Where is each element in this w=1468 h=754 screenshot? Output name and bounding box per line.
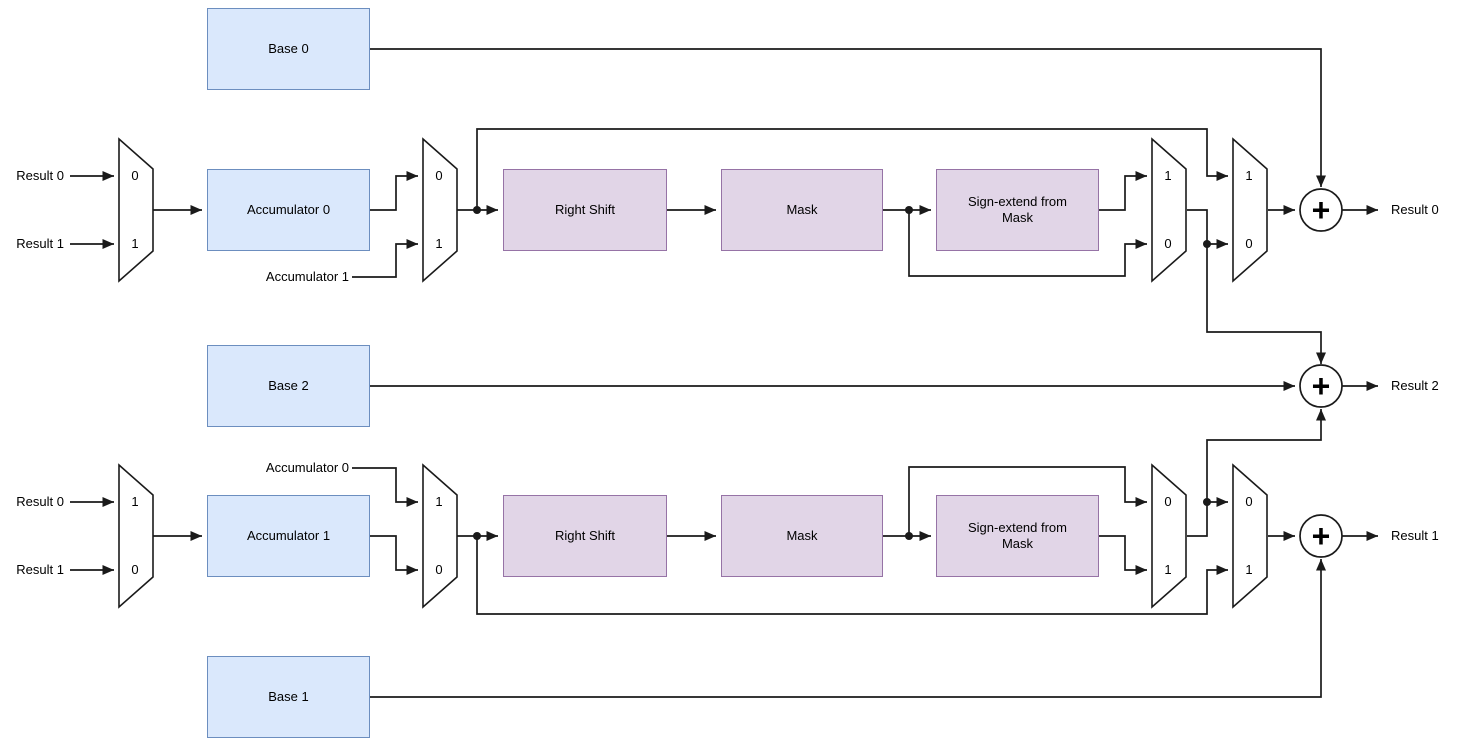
- adder-result1-plus: +: [1312, 518, 1331, 554]
- wire-acc0feed-to-mux2: [352, 467, 418, 507]
- mux-row2-writeback-select: [118, 463, 154, 609]
- muxes: [118, 137, 1268, 609]
- adder-result0: +: [1299, 188, 1343, 232]
- wire-row1-to-adder2-top: [1206, 244, 1326, 364]
- wire-row2-mask-bypass: [908, 466, 1147, 536]
- register-base1-label: Base 1: [268, 689, 309, 704]
- junction-row1-mux2-out: [473, 206, 481, 214]
- op-row1-mask: Mask: [721, 169, 883, 251]
- mux-port-label: 0: [435, 562, 443, 577]
- junction-row1-mux3-out: [1203, 240, 1211, 248]
- op-row1-sign-extend-label: Sign-extend from Mask: [968, 194, 1067, 225]
- mux-port-label: 0: [1164, 236, 1172, 251]
- mux-port-label: 1: [131, 494, 139, 509]
- junction-dots: [473, 206, 1211, 540]
- output-label-result1: Result 1: [1391, 528, 1439, 543]
- wire-base0-to-adder0: [370, 48, 1326, 187]
- junction-row2-mask-out: [905, 532, 913, 540]
- mux-port-label: 1: [1164, 562, 1172, 577]
- adder-result1: +: [1299, 514, 1343, 558]
- adder-result1-circle: [1299, 514, 1343, 558]
- mux-row1-signext-select: [1151, 137, 1187, 283]
- register-base0: Base 0: [207, 8, 370, 90]
- mux-port-label: 1: [1245, 562, 1253, 577]
- mux-row1-bypass-select: [1232, 137, 1268, 283]
- input-label-row1-result0: Result 0: [16, 168, 64, 183]
- adder-result2: +: [1299, 364, 1343, 408]
- adder-result2-plus: +: [1312, 368, 1331, 404]
- wire-base1-to-adder1: [370, 559, 1326, 698]
- mux-row2-signext-select: [1151, 463, 1187, 609]
- wire-row1-sext-to-mux3: [1099, 171, 1147, 211]
- register-base2-label: Base 2: [268, 378, 309, 393]
- register-accumulator1-label: Accumulator 1: [246, 528, 331, 543]
- op-row2-mask-label: Mask: [786, 528, 818, 543]
- op-row2-right-shift: Right Shift: [503, 495, 667, 577]
- feed-label-accumulator1: Accumulator 1: [265, 269, 349, 284]
- output-label-result2: Result 2: [1391, 378, 1439, 393]
- register-base2: Base 2: [207, 345, 370, 427]
- adder-result2-circle: [1299, 364, 1343, 408]
- mux-port-label: 1: [435, 236, 443, 251]
- wire-acc1feed-to-mux2: [352, 239, 418, 278]
- wires-row1: [70, 48, 1378, 364]
- op-row2-right-shift-label: Right Shift: [555, 528, 615, 543]
- mux-port-label: 0: [435, 168, 443, 183]
- mux-port-label: 0: [131, 168, 139, 183]
- register-accumulator0-label: Accumulator 0: [246, 202, 331, 217]
- wire-row2-mux3-to-mux4: [1187, 497, 1228, 537]
- op-row2-sign-extend: Sign-extend from Mask: [936, 495, 1099, 577]
- op-row2-mask: Mask: [721, 495, 883, 577]
- op-row1-right-shift: Right Shift: [503, 169, 667, 251]
- mux-row1-writeback-select: [118, 137, 154, 283]
- wire-row2-sext-to-mux3: [1099, 535, 1147, 575]
- input-label-row2-result1: Result 1: [16, 562, 64, 577]
- input-label-row2-result0: Result 0: [16, 494, 64, 509]
- op-row1-sign-extend: Sign-extend from Mask: [936, 169, 1099, 251]
- junction-row1-mask-out: [905, 206, 913, 214]
- mux-port-label: 0: [1245, 494, 1253, 509]
- adder-result0-plus: +: [1312, 192, 1331, 228]
- wire-row1-top-bypass: [476, 128, 1228, 210]
- wire-row1-mux3-to-mux4: [1187, 209, 1228, 249]
- feed-label-accumulator0: Accumulator 0: [265, 460, 349, 475]
- mux-port-label: 1: [1164, 168, 1172, 183]
- op-row1-mask-label: Mask: [786, 202, 818, 217]
- wire-acc1-to-mux2: [370, 535, 418, 575]
- junction-row2-mux2-out: [473, 532, 481, 540]
- wire-acc0-to-mux2: [370, 171, 418, 211]
- register-base0-label: Base 0: [268, 41, 309, 56]
- register-accumulator1: Accumulator 1: [207, 495, 370, 577]
- mux-port-label: 0: [1245, 236, 1253, 251]
- op-row2-sign-extend-label: Sign-extend from Mask: [968, 520, 1067, 551]
- output-label-result0: Result 0: [1391, 202, 1439, 217]
- wire-row2-bottom-bypass: [476, 536, 1228, 615]
- mux-row2-operand-select: [422, 463, 458, 609]
- mux-port-label: 0: [131, 562, 139, 577]
- mux-row2-bypass-select: [1232, 463, 1268, 609]
- mux-port-label: 1: [131, 236, 139, 251]
- adder-result0-circle: [1299, 188, 1343, 232]
- register-base1: Base 1: [207, 656, 370, 738]
- input-label-row1-result1: Result 1: [16, 236, 64, 251]
- mux-port-label: 1: [1245, 168, 1253, 183]
- wires-row2: [70, 409, 1378, 698]
- wire-row1-mask-bypass: [908, 210, 1147, 277]
- adders: + + +: [1299, 188, 1343, 558]
- mux-row1-operand-select: [422, 137, 458, 283]
- register-accumulator0: Accumulator 0: [207, 169, 370, 251]
- mux-port-label: 0: [1164, 494, 1172, 509]
- op-row1-right-shift-label: Right Shift: [555, 202, 615, 217]
- mux-port-label: 1: [435, 494, 443, 509]
- wire-row2-to-adder2-bottom: [1206, 409, 1326, 502]
- junction-row2-mux3-out: [1203, 498, 1211, 506]
